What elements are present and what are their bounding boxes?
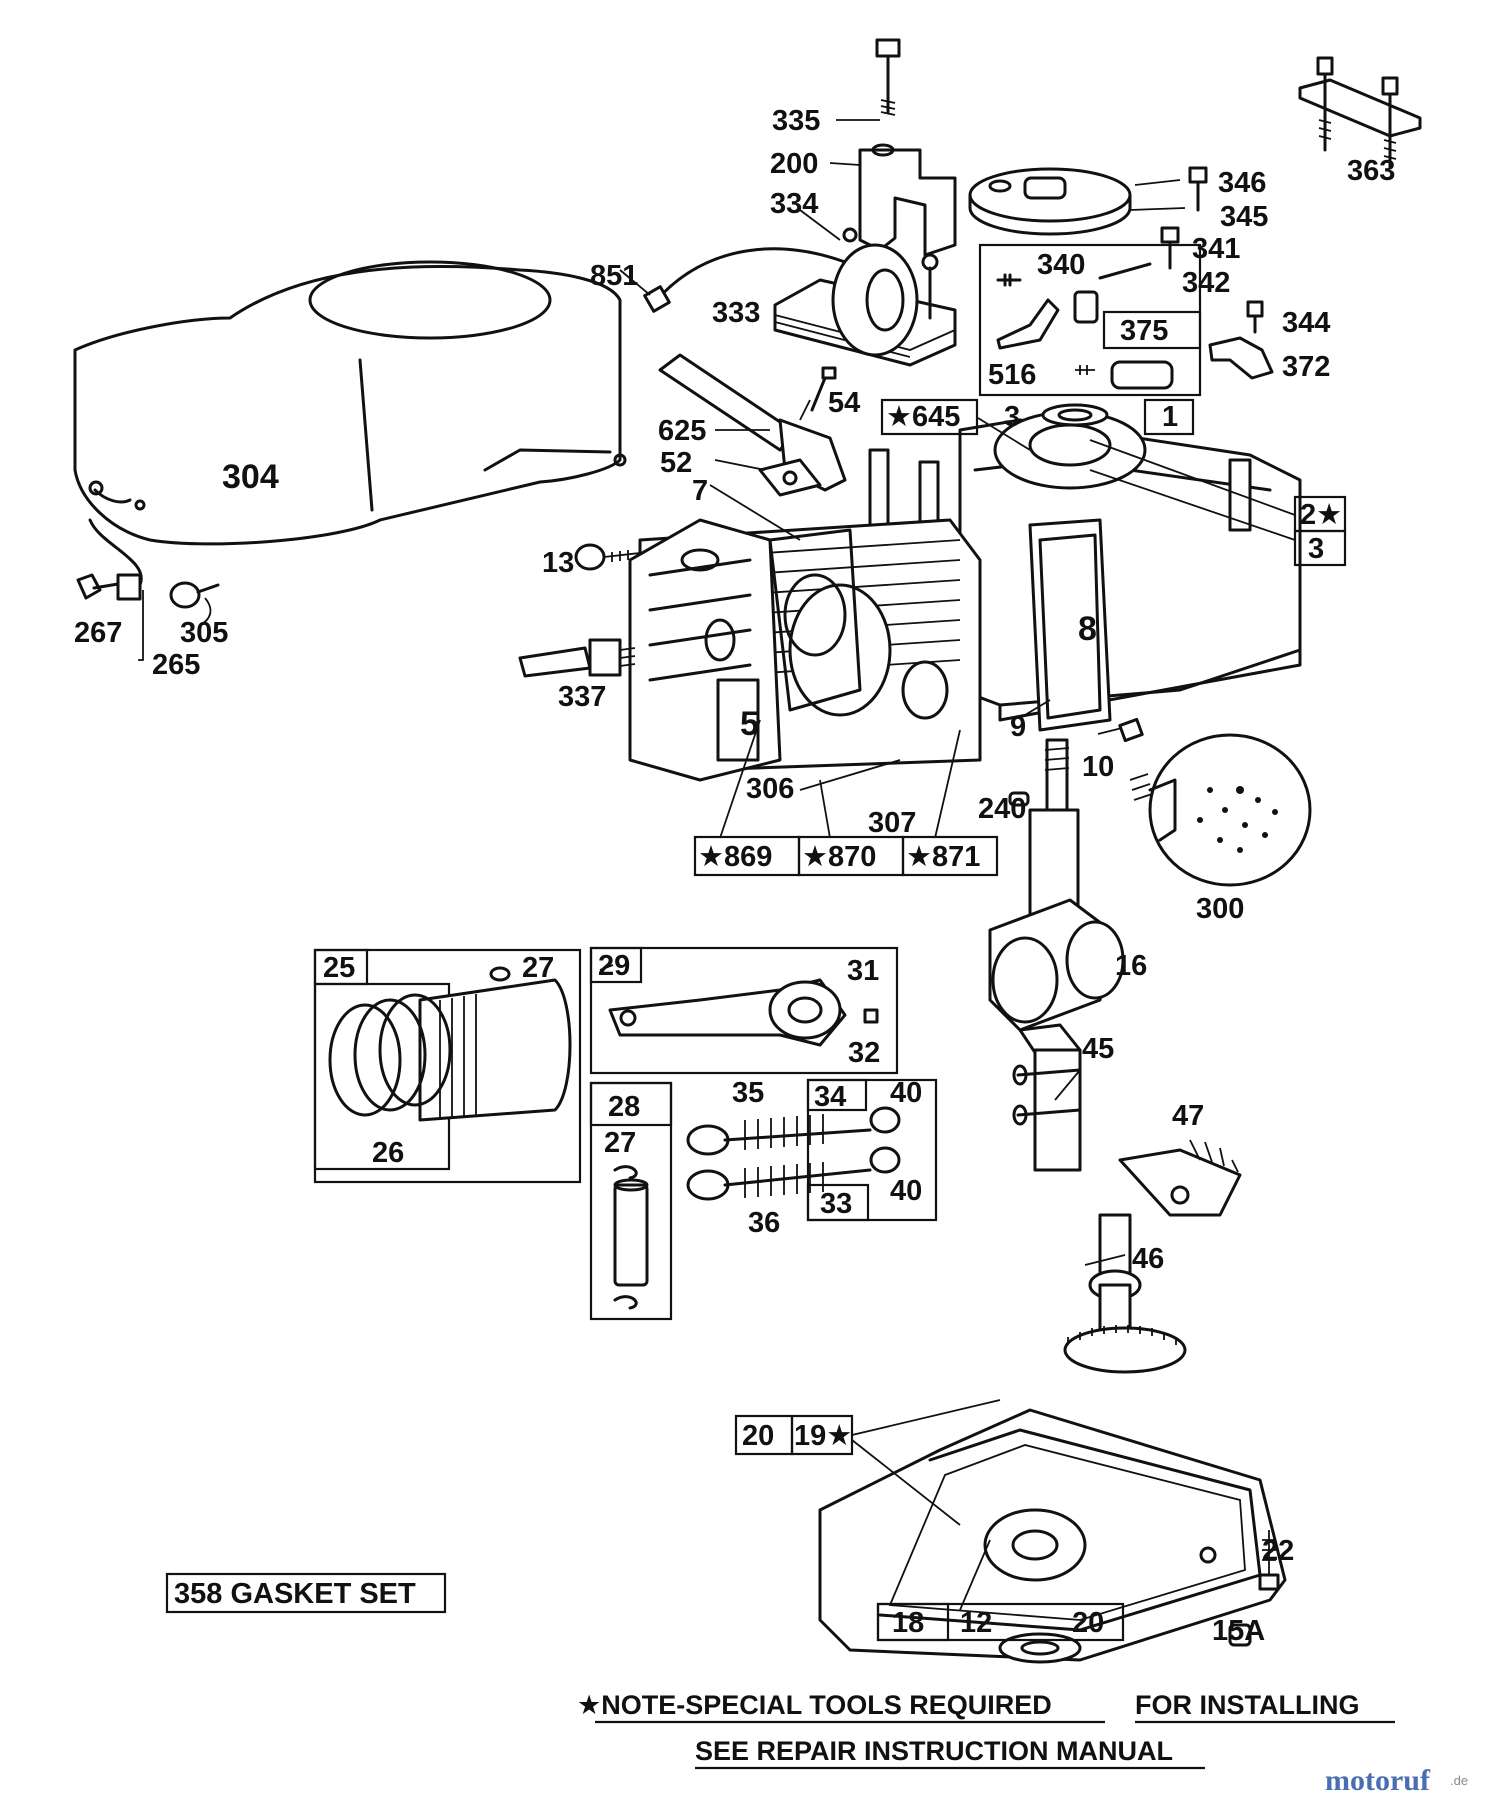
label-26: 26 bbox=[372, 1137, 404, 1169]
label-52: 52 bbox=[660, 447, 692, 479]
cylinder-block-drawing bbox=[518, 403, 1302, 782]
screws-341-344-clamp-372 bbox=[1160, 226, 1274, 380]
note-repair-manual: SEE REPAIR INSTRUCTION MANUAL bbox=[695, 1736, 1173, 1766]
watermark-brand: motoruf bbox=[1325, 1764, 1431, 1797]
label-334: 334 bbox=[770, 188, 818, 220]
label-8: 8 bbox=[1078, 610, 1097, 648]
label-3-box: 3 bbox=[1308, 533, 1324, 565]
label-34: 34 bbox=[814, 1081, 846, 1113]
label-340: 340 bbox=[1037, 249, 1085, 281]
governor-47-drawing bbox=[1118, 1139, 1242, 1217]
label-31: 31 bbox=[847, 955, 879, 987]
valves-box bbox=[686, 1078, 938, 1222]
watermark-logo: motoruf .de bbox=[1325, 1764, 1468, 1797]
part-number-labels: 335 200 334 851 333 346 345 363 340 341 … bbox=[74, 105, 1395, 1647]
label-28: 28 bbox=[608, 1091, 640, 1123]
muffler-holes bbox=[1197, 786, 1278, 853]
label-22: 22 bbox=[1262, 1535, 1294, 1567]
label-337: 337 bbox=[558, 681, 606, 713]
label-335: 335 bbox=[772, 105, 820, 137]
label-47: 47 bbox=[1172, 1100, 1204, 1132]
piston-parts-box bbox=[313, 948, 582, 1184]
watermark-suffix: .de bbox=[1450, 1773, 1468, 1788]
label-13: 13 bbox=[542, 547, 574, 579]
label-45: 45 bbox=[1082, 1033, 1114, 1065]
label-20-box: 20 bbox=[742, 1420, 774, 1452]
label-375: 375 bbox=[1120, 315, 1168, 347]
label-3-seal: 3 bbox=[1004, 401, 1020, 433]
crankshaft-16-drawing bbox=[988, 738, 1125, 1172]
piston-pin-box bbox=[589, 1081, 673, 1321]
label-2: 2★ bbox=[1300, 499, 1342, 531]
label-40-bottom: 40 bbox=[890, 1175, 922, 1207]
bracket-363-drawing bbox=[1298, 56, 1422, 170]
label-516: 516 bbox=[988, 359, 1036, 391]
ignition-coil-333-drawing bbox=[643, 243, 957, 367]
label-344: 344 bbox=[1282, 307, 1330, 339]
label-15a: 15A bbox=[1212, 1615, 1265, 1647]
label-645: ★645 bbox=[886, 401, 960, 433]
label-625: 625 bbox=[658, 415, 706, 447]
label-35: 35 bbox=[732, 1077, 764, 1109]
label-851: 851 bbox=[590, 260, 638, 292]
label-40-top: 40 bbox=[890, 1077, 922, 1109]
label-36: 36 bbox=[748, 1207, 780, 1239]
label-304: 304 bbox=[222, 458, 279, 496]
label-27-pin: 27 bbox=[604, 1127, 636, 1159]
label-32: 32 bbox=[848, 1037, 880, 1069]
label-267: 267 bbox=[74, 617, 122, 649]
label-200: 200 bbox=[770, 148, 818, 180]
label-265: 265 bbox=[152, 649, 200, 681]
leader-lines bbox=[138, 119, 1296, 1611]
label-871: ★871 bbox=[906, 841, 980, 873]
label-345: 345 bbox=[1220, 201, 1268, 233]
label-10: 10 bbox=[1082, 751, 1114, 783]
notes: ★NOTE-SPECIAL TOOLS REQUIRED FOR INSTALL… bbox=[577, 1690, 1395, 1770]
label-29: 29 bbox=[598, 950, 630, 982]
note-special-tools: ★NOTE-SPECIAL TOOLS REQUIRED bbox=[577, 1690, 1052, 1720]
label-20-seal: 20 bbox=[1072, 1607, 1104, 1639]
bracket-200-drawing bbox=[842, 143, 957, 257]
label-870: ★870 bbox=[802, 841, 876, 873]
label-372: 372 bbox=[1282, 351, 1330, 383]
label-46: 46 bbox=[1132, 1243, 1164, 1275]
label-5: 5 bbox=[740, 705, 759, 743]
label-869: ★869 bbox=[698, 841, 772, 873]
label-333: 333 bbox=[712, 297, 760, 329]
label-9: 9 bbox=[1010, 711, 1026, 743]
label-33: 33 bbox=[820, 1188, 852, 1220]
label-18: 18 bbox=[892, 1607, 924, 1639]
camshaft-46-drawing bbox=[1063, 1213, 1187, 1374]
label-306: 306 bbox=[746, 773, 794, 805]
screws-267-265-305-drawing bbox=[76, 518, 220, 609]
breather-cover-345-drawing bbox=[968, 166, 1208, 236]
label-240: 240 bbox=[978, 793, 1026, 825]
label-300: 300 bbox=[1196, 893, 1244, 925]
bolt-335-drawing bbox=[875, 38, 901, 116]
label-gasket-set: 358 GASKET SET bbox=[174, 1578, 416, 1610]
label-1: 1 bbox=[1162, 401, 1178, 433]
intake-elbow-625-drawing bbox=[658, 353, 847, 497]
note-for-installing: FOR INSTALLING bbox=[1135, 1690, 1359, 1720]
label-363: 363 bbox=[1347, 155, 1395, 187]
label-346: 346 bbox=[1218, 167, 1266, 199]
label-7: 7 bbox=[692, 475, 708, 507]
label-305: 305 bbox=[180, 617, 228, 649]
breather-parts-box bbox=[978, 243, 1202, 397]
label-54: 54 bbox=[828, 387, 860, 419]
blower-housing-304-drawing bbox=[73, 260, 627, 546]
label-25: 25 bbox=[323, 952, 355, 984]
label-341: 341 bbox=[1192, 233, 1240, 265]
label-19: 19★ bbox=[794, 1420, 852, 1452]
label-27-ring: 27 bbox=[522, 952, 554, 984]
label-16: 16 bbox=[1115, 950, 1147, 982]
label-307: 307 bbox=[868, 807, 916, 839]
sump-cover-18-drawing bbox=[818, 1408, 1287, 1664]
muffler-300-drawing bbox=[1129, 733, 1312, 887]
connecting-rod-box bbox=[589, 946, 899, 1075]
label-342: 342 bbox=[1182, 267, 1230, 299]
label-12: 12 bbox=[960, 1607, 992, 1639]
